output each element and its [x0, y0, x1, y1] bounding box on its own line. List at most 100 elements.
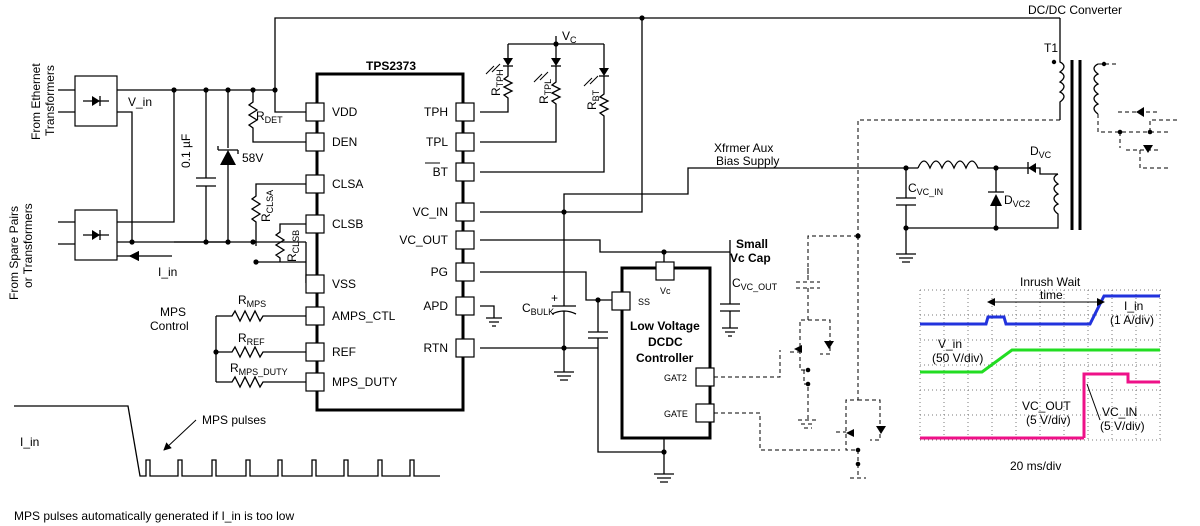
pin-box-vc_in: [455, 202, 475, 222]
scope-vc-in-label-1: VC_IN: [1102, 405, 1137, 419]
tps2373-ic: TPS2373 VDDDENCLSACLSBVSSAMPS_CTLREFMPS_…: [305, 59, 475, 412]
pin-ss-label: SS: [638, 297, 650, 307]
r-clsa-label: RCLSA: [259, 190, 275, 222]
pin-label-tph: TPH: [424, 105, 448, 119]
r-tpl-label: RTPL: [537, 79, 553, 104]
eth-label-2: Transformers: [43, 65, 57, 136]
scope-vc-out-label-2: (5 V/div): [1026, 413, 1071, 427]
r-clsb-label: RCLSB: [285, 230, 301, 262]
xfmr-aux-label-2: Bias Supply: [716, 154, 779, 168]
led-icon: [599, 68, 609, 76]
pin-box-apd: [455, 296, 475, 316]
scope-vc-out-label-1: VC_OUT: [1022, 399, 1071, 413]
controller-title-1: Low Voltage: [630, 319, 700, 333]
scope-i-in-label-1: I_in: [1124, 299, 1143, 313]
xfmr-aux-label-1: Xfrmer Aux: [714, 141, 773, 155]
r-det-label: RDET: [256, 109, 283, 125]
vc-in-pointer: [1086, 383, 1101, 421]
pin-box-vdd: [305, 102, 325, 122]
trace-v-in: [920, 348, 1160, 374]
c-vc-out-label: CVC_OUT: [732, 276, 778, 292]
scope-grid: [919, 289, 1161, 441]
pin-gat2-label: GAT2: [664, 373, 687, 383]
pin-label-mps_duty: MPS_DUTY: [332, 375, 397, 389]
pin-box-den: [305, 132, 325, 152]
t1-label: T1: [1044, 41, 1058, 55]
pin-box-clsb: [305, 214, 325, 234]
d-vc2-icon: [990, 194, 1002, 206]
pin-label-vdd: VDD: [332, 105, 358, 119]
ic-body: [315, 72, 465, 412]
i-in-waveform: [14, 405, 440, 477]
zener-diode-icon: [220, 150, 236, 165]
inrush-label-1: Inrush Wait: [1020, 275, 1081, 289]
mps-control-label-2: Control: [150, 319, 189, 333]
pin-box-tpl: [455, 132, 475, 152]
pin-box-amps_ctl: [305, 306, 325, 326]
mps-pulses-label: MPS pulses: [202, 413, 266, 427]
small-vc-cap-label-2: Vc Cap: [730, 251, 771, 265]
mps-pulses-arrow: [163, 419, 197, 451]
diode-icon: [92, 96, 100, 106]
pin-label-vss: VSS: [332, 277, 356, 291]
pin-box-vc_out: [455, 230, 475, 250]
pin-vc-label: Vc: [660, 286, 671, 296]
diode-icon: [92, 230, 100, 240]
scope-i-in-label-2: (1 A/div): [1110, 313, 1154, 327]
vc-label: VC: [562, 29, 577, 45]
pin-label-vc_in: VC_IN: [413, 205, 448, 219]
pin-box-rtn: [455, 338, 475, 358]
footer-note: MPS pulses automatically generated if I_…: [14, 509, 294, 523]
pin-label-ref: REF: [332, 345, 356, 359]
r-mps-duty-label: RMPS_DUTY: [230, 361, 288, 377]
junction-dots: [129, 87, 278, 245]
ic-name: TPS2373: [366, 59, 416, 73]
eth-label-1: From Ethernet: [29, 63, 43, 140]
pin-box-vss: [305, 274, 325, 294]
pin-box-mps_duty: [305, 372, 325, 392]
scope-vc-in-label-2: (5 V/div): [1100, 419, 1145, 433]
input-section: From Ethernet Transformers From Spare Pa…: [7, 17, 1060, 389]
scope-timebase: 20 ms/div: [1010, 459, 1061, 473]
inrush-label-2: time: [1040, 288, 1063, 302]
r-tph-label: RTPH: [489, 69, 505, 96]
c-vc-in-label: CVC_IN: [908, 181, 943, 197]
pin-label-bt: BT: [433, 165, 449, 179]
controller-title-3: Controller: [636, 351, 694, 365]
ic-right-circuit: VC RTPH RTPL RBT Xfrmer Aux Bias Supply …: [480, 15, 906, 453]
pin-label-vc_out: VC_OUT: [399, 233, 448, 247]
small-vc-cap-label-1: Small: [736, 237, 768, 251]
c-bulk-label: CBULK: [522, 301, 554, 317]
spare-label-1: From Spare Pairs: [7, 206, 21, 300]
cap-0-1uf-label: 0.1 µF: [179, 134, 193, 168]
mps-control-label-1: MPS: [160, 305, 186, 319]
c-bulk-plus: +: [551, 291, 558, 305]
pin-box-bt: [455, 162, 475, 182]
pin-box-tph: [455, 102, 475, 122]
dcdc-label: DC/DC Converter: [1028, 3, 1122, 17]
led-icon: [551, 58, 561, 66]
scope-capture: Inrush Wait time I_in (1 A/div) V_in (50…: [919, 275, 1161, 473]
pin-gat2-box: [695, 367, 715, 387]
pin-box-ref: [305, 342, 325, 362]
pin-label-amps_ctl: AMPS_CTL: [332, 309, 396, 323]
pin-label-pg: PG: [431, 265, 448, 279]
trace-vc-in: [1082, 372, 1160, 438]
d-vc-icon: [1028, 163, 1036, 173]
pin-ss-box: [611, 291, 631, 311]
dcdc-controller: Vc SS GAT2 GATE Low Voltage DCDC Control…: [611, 261, 840, 483]
pin-gate-label: GATE: [664, 409, 688, 419]
pin-box-clsa: [305, 174, 325, 194]
r-ref-label: RREF: [238, 331, 265, 347]
d-vc2-label: DVC2: [1004, 193, 1030, 209]
wave-i-in-label: I_in: [20, 435, 39, 449]
d-vc-label: DVC: [1030, 144, 1052, 160]
pin-label-tpl: TPL: [426, 135, 448, 149]
pin-box-pg: [455, 262, 475, 282]
r-bt-label: RBT: [585, 89, 601, 110]
controller-title-2: DCDC: [648, 335, 683, 349]
scope-v-in-label-2: (50 V/div): [932, 351, 983, 365]
dcdc-converter: DC/DC Converter T1 DVC DVC2 CVC_IN: [790, 3, 1180, 479]
v-in-label: V_in: [128, 95, 152, 109]
